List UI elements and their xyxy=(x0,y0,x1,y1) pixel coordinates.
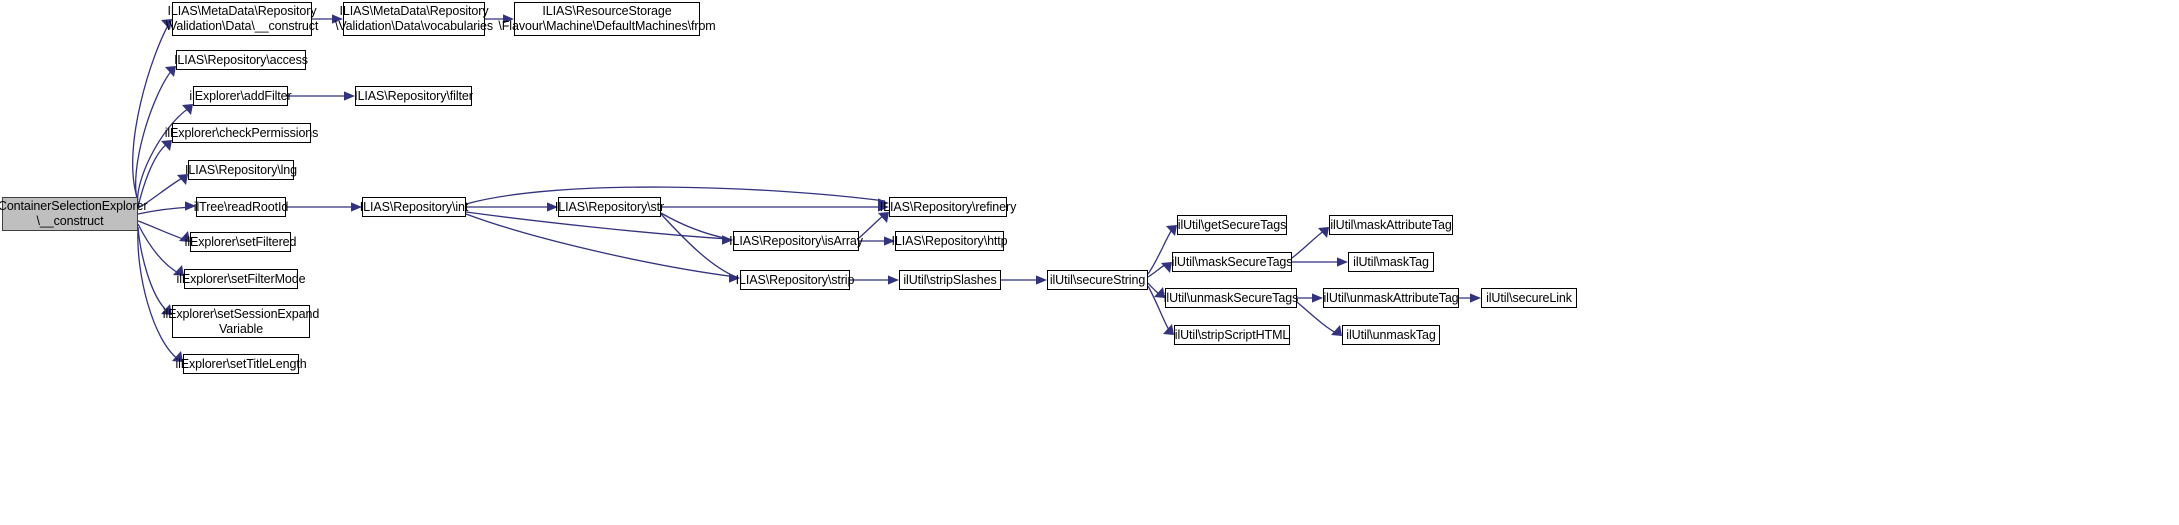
graph-node-label: ILIAS\MetaData\Repository \Validation\Da… xyxy=(165,4,319,33)
graph-node-label: ilUtil\unmaskTag xyxy=(1346,327,1436,342)
graph-edge-root-to-setTitleLength xyxy=(137,229,180,361)
graph-node-lng[interactable]: ILIAS\Repository\lng xyxy=(185,160,297,180)
graph-node-stripSlashes[interactable]: ilUtil\stripSlashes xyxy=(899,270,1001,290)
graph-edge-arrowhead xyxy=(182,104,193,115)
graph-node-label: ilExplorer\checkPermissions xyxy=(164,125,319,140)
graph-node-label: ilUtil\stripSlashes xyxy=(903,272,997,287)
graph-node-maskAttributeTag[interactable]: ilUtil\maskAttributeTag xyxy=(1329,215,1453,235)
graph-node-label: ilExplorer\setTitleLength xyxy=(175,356,307,371)
graph-node-label: ILIAS\Repository\lng xyxy=(185,162,297,177)
graph-node-label: ILIAS\Repository\refinery xyxy=(879,199,1017,214)
graph-node-label: ilUtil\maskAttributeTag xyxy=(1330,217,1452,232)
graph-node-label: ilUtil\unmaskAttributeTag xyxy=(1323,290,1459,305)
graph-node-label: ILIAS\Repository\filter xyxy=(354,88,473,103)
graph-node-label: ILIAS\Repository\int xyxy=(359,199,469,214)
graph-edge-arrowhead xyxy=(1337,257,1348,267)
graph-node-maskTag[interactable]: ilUtil\maskTag xyxy=(1348,252,1434,272)
graph-node-setSessionExpandVar[interactable]: ilExplorer\setSessionExpand Variable xyxy=(163,305,319,338)
graph-edge-arrowhead xyxy=(888,275,899,285)
graph-node-label: ilExplorer\setSessionExpand Variable xyxy=(162,306,320,336)
graph-node-isArray[interactable]: ILIAS\Repository\isArray xyxy=(729,231,863,251)
graph-node-label: ILIAS\Repository\str xyxy=(554,199,665,214)
graph-edge-secureString-to-maskSecureTags xyxy=(1147,262,1169,278)
graph-node-unmaskTag[interactable]: ilUtil\unmaskTag xyxy=(1342,325,1440,345)
graph-node-maskSecureTags[interactable]: ilUtil\maskSecureTags xyxy=(1172,252,1293,272)
graph-edge-arrowhead xyxy=(1331,325,1342,336)
graph-node-label: ilExplorer\setFiltered xyxy=(184,234,297,249)
graph-node-addFilter[interactable]: ilExplorer\addFilter xyxy=(189,86,292,106)
graph-node-label: ILIAS\ResourceStorage \Flavour\Machine\D… xyxy=(498,4,716,33)
graph-node-label: ILIAS\Repository\strip xyxy=(735,272,855,287)
graph-node-label: ILIAS\MetaData\Repository \Validation\Da… xyxy=(334,4,494,33)
graph-node-unmaskSecureTags[interactable]: ilUtil\unmaskSecureTags xyxy=(1164,288,1298,308)
graph-node-mdconstruct[interactable]: ILIAS\MetaData\Repository \Validation\Da… xyxy=(166,2,318,36)
graph-node-label: ILIAS\Repository\isArray xyxy=(729,233,863,248)
graph-node-stripScriptHTML[interactable]: ilUtil\stripScriptHTML xyxy=(1174,325,1290,345)
graph-node-label: ilUtil\unmaskSecureTags xyxy=(1163,290,1299,305)
graph-node-label: ilExplorer\addFilter xyxy=(189,88,292,103)
graph-node-vocabularies[interactable]: ILIAS\MetaData\Repository \Validation\Da… xyxy=(335,2,493,36)
graph-node-secureString[interactable]: ilUtil\secureString xyxy=(1047,270,1148,290)
graph-node-checkPermissions[interactable]: ilExplorer\checkPermissions xyxy=(165,123,318,143)
graph-node-label: ilExplorer\setFilterMode xyxy=(176,271,306,286)
graph-node-refinery[interactable]: ILIAS\Repository\refinery xyxy=(880,197,1016,217)
graph-node-filter[interactable]: ILIAS\Repository\filter xyxy=(354,86,473,106)
graph-edge-arrowhead xyxy=(165,66,176,77)
graph-node-int[interactable]: ILIAS\Repository\int xyxy=(360,197,468,217)
graph-node-setFilterMode[interactable]: ilExplorer\setFilterMode xyxy=(177,269,306,289)
graph-node-str[interactable]: ILIAS\Repository\str xyxy=(555,197,664,217)
graph-edge-int-to-strip xyxy=(465,213,737,278)
graph-node-root[interactable]: ilContainerSelectionExplorer \__construc… xyxy=(0,197,148,231)
graph-node-http[interactable]: ILIAS\Repository\http xyxy=(892,231,1008,251)
graph-node-label: ilUtil\maskSecureTags xyxy=(1171,254,1293,269)
graph-edge-root-to-setSessionExpandVar xyxy=(137,226,169,313)
graph-node-label: ilUtil\secureLink xyxy=(1486,290,1572,305)
graph-node-unmaskAttributeTag[interactable]: ilUtil\unmaskAttributeTag xyxy=(1323,288,1459,308)
graph-node-label: ilUtil\secureString xyxy=(1049,272,1146,287)
graph-node-setTitleLength[interactable]: ilExplorer\setTitleLength xyxy=(175,354,307,374)
graph-edge-arrowhead xyxy=(1470,293,1481,303)
graph-node-label: ILIAS\Repository\access xyxy=(174,52,308,67)
graph-edge-arrowhead xyxy=(161,140,172,151)
graph-edge-str-to-isArray xyxy=(660,212,730,240)
graph-edge-root-to-checkPermissions xyxy=(137,142,169,208)
graph-node-strip[interactable]: ILIAS\Repository\strip xyxy=(736,270,854,290)
graph-node-label: ILIAS\Repository\http xyxy=(891,233,1008,248)
graph-node-label: ilTree\readRootId xyxy=(193,199,289,214)
graph-node-getSecureTags[interactable]: ilUtil\getSecureTags xyxy=(1177,215,1287,235)
graph-node-readRootId[interactable]: ilTree\readRootId xyxy=(194,197,288,217)
graph-edge-root-to-mdconstruct xyxy=(132,21,171,201)
graph-node-resourcestorage[interactable]: ILIAS\ResourceStorage \Flavour\Machine\D… xyxy=(498,2,716,36)
graph-node-access[interactable]: ILIAS\Repository\access xyxy=(174,50,308,70)
graph-node-label: ilUtil\stripScriptHTML xyxy=(1174,327,1290,342)
graph-edge-maskSecureTags-to-maskAttributeTag xyxy=(1291,229,1326,259)
graph-node-secureLink[interactable]: ilUtil\secureLink xyxy=(1481,288,1577,308)
graph-edge-root-to-setFilterMode xyxy=(137,223,181,275)
graph-edge-int-to-refinery xyxy=(465,186,886,205)
graph-node-label: ilContainerSelectionExplorer \__construc… xyxy=(0,199,148,228)
graph-node-label: ilUtil\maskTag xyxy=(1353,254,1429,269)
graph-node-label: ilUtil\getSecureTags xyxy=(1177,217,1287,232)
graph-node-setFiltered[interactable]: ilExplorer\setFiltered xyxy=(185,232,296,252)
